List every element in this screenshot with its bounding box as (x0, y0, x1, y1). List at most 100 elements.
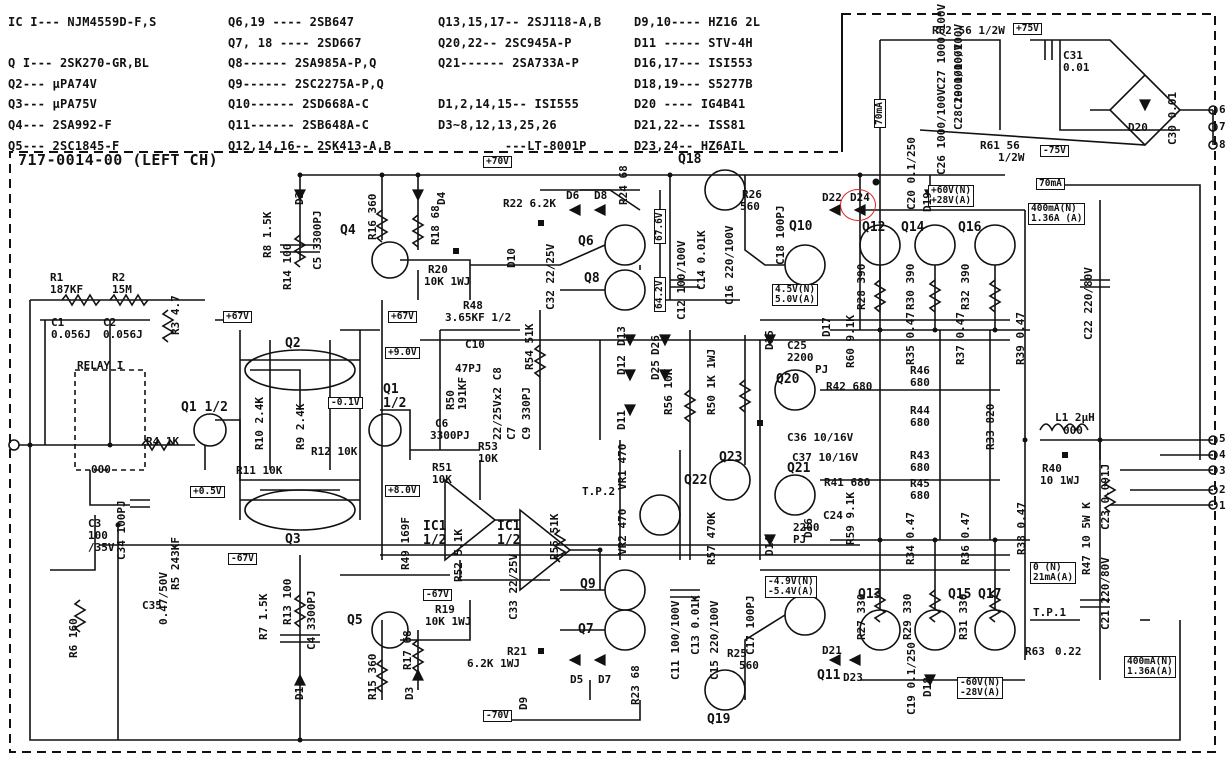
parts-line (8, 33, 157, 54)
capacitor-label: C9 330PJ (520, 387, 533, 440)
capacitor-label: C17 100PJ (744, 595, 757, 655)
resistor-label: R33 820 (984, 403, 997, 450)
parts-line: IC I--- NJM4559D-F,S (8, 15, 157, 29)
ref: C25 (787, 339, 807, 352)
ref: C2 (103, 316, 117, 329)
diode-label: D12 (615, 355, 628, 375)
capacitor-label: C19 0.1/250 (905, 642, 918, 715)
parts-line: Q2--- µPA74V (8, 76, 98, 91)
diode-label: D1 (293, 686, 306, 700)
transistor-label: Q20 (776, 372, 800, 387)
unit: PJ (815, 363, 829, 376)
transistor-label: Q13 (858, 587, 882, 602)
trimmer-label: VR1 470 (616, 443, 629, 490)
relay-label: RELAY I (77, 359, 124, 372)
parts-line: Q20,22-- 2SC945A-P (438, 35, 572, 50)
voltage-line: 5.0V(A) (775, 294, 816, 305)
parts-line: D9,10---- HZ16 2L (634, 15, 761, 29)
diode-label: D11 (615, 410, 628, 430)
d24-highlight-circle (840, 189, 876, 221)
capacitor-label: C16 220/100V (723, 225, 736, 305)
resistor-label: R42 680 (826, 380, 873, 393)
current-line: 1.36A (A) (1031, 213, 1083, 224)
value: 560 (739, 659, 759, 672)
resistor-label: R15 360 (366, 653, 379, 700)
voltage-box: +67V (223, 311, 252, 323)
voltage-box: -67V (423, 589, 452, 601)
transistor-label: Q2 (285, 336, 301, 351)
ref: R25 (727, 647, 747, 660)
current-box: 70mA (874, 99, 886, 128)
capacitor-label: C7 (505, 426, 518, 440)
voltage-box: +8.0V (385, 485, 420, 497)
resistor-label: R47 10 5W K (1080, 502, 1093, 575)
current-line: 400mA(N) (1031, 203, 1077, 214)
parts-list-col-2: Q6,19 ---- 2SB647 Q7, 18 ---- 2SD667 Q8-… (228, 12, 391, 156)
ref: C1 (51, 316, 65, 329)
parts-list-col-3: Q13,15,17-- 2SJ118-A,B Q20,22-- 2SC945A-… (438, 12, 601, 156)
value: 10K (478, 452, 498, 465)
transistor-label: Q5 (347, 613, 363, 628)
diode-label: D7 (598, 673, 612, 686)
current-line: 400mA(N) (1127, 656, 1173, 667)
voltage-box: +67V (388, 311, 417, 323)
value: 15M (112, 283, 132, 296)
voltage-box: 64.2V (654, 277, 666, 312)
diode-label: D22 (822, 191, 842, 204)
resistor-label: R35 0.47 (904, 312, 917, 365)
value: 680 (910, 461, 930, 474)
capacitor-label: 22/25Vx2 C8 (491, 367, 504, 440)
parts-list-col-1: IC I--- NJM4559D-F,S Q I--- 2SK270-GR,BL… (8, 12, 157, 156)
resistor-label: R27 330 (855, 593, 868, 640)
capacitor-label: C36 10/16V (787, 431, 854, 444)
resistor-label: R6 160 (67, 618, 80, 658)
capacitor-label: C27 1000/100V (935, 3, 948, 90)
current-box: 400mA(N) 1.36A (A) (1028, 203, 1086, 225)
voltage-box: -4.9V(N) -5.4V(A) (765, 576, 817, 598)
value: 10K (432, 473, 452, 486)
value: 191KF (456, 376, 469, 410)
resistor-label: R60 9.1K (844, 315, 857, 368)
transistor-label: Q22 (684, 473, 708, 488)
current-box: 400mA(N) 1.36A(A) (1124, 656, 1176, 678)
capacitor-value: 47PJ (455, 362, 482, 375)
voltage-line: 4.5V(N) (775, 284, 816, 295)
transistor-label: Q10 (789, 219, 813, 234)
parts-line: D21,22--- ISS81 (634, 117, 746, 132)
ref: R2 (112, 271, 126, 284)
capacitor-label: C21 220/80V (1099, 557, 1112, 630)
parts-line: Q7, 18 ---- 2SD667 (228, 35, 362, 50)
value: 1/2W (998, 151, 1025, 164)
capacitor-label: C12 100/100V (675, 240, 688, 320)
resistor-label: R29 330 (901, 593, 914, 640)
transistor-label: Q11 (817, 668, 841, 683)
diode-label: D8 (594, 189, 608, 202)
current-line: 1.36A(A) (1127, 666, 1173, 677)
parts-line: Q8------ 2SA985A-P,Q (228, 56, 377, 71)
parts-line: Q I--- 2SK270-GR,BL (8, 56, 150, 71)
parts-line: D3~8,12,13,25,26 (438, 117, 557, 132)
relay-coil-label: 000 (91, 463, 111, 476)
voltage-line: -28V(A) (960, 687, 1001, 698)
voltage-line: -5.4V(A) (768, 586, 814, 597)
voltage-box: 67.6V (654, 209, 666, 244)
value: 0.056J (51, 328, 91, 341)
current-box: 0 (N) 21mA(A) (1030, 562, 1077, 584)
value: 680 (910, 416, 930, 429)
voltage-box: +9.0V (385, 347, 420, 359)
resistor-label: R59 9.1K (844, 492, 857, 545)
current-line: 21mA(A) (1033, 572, 1074, 583)
voltage-box: -60V(N) -28V(A) (957, 677, 1004, 699)
diode-label: D23 (843, 671, 863, 684)
capacitor-label: C23 0.091J (1099, 463, 1112, 530)
ref: R1 (50, 271, 64, 284)
value: 10K 1WJ (424, 275, 471, 288)
value: 680 (910, 376, 930, 389)
resistor-label: R13 100 (281, 578, 294, 625)
